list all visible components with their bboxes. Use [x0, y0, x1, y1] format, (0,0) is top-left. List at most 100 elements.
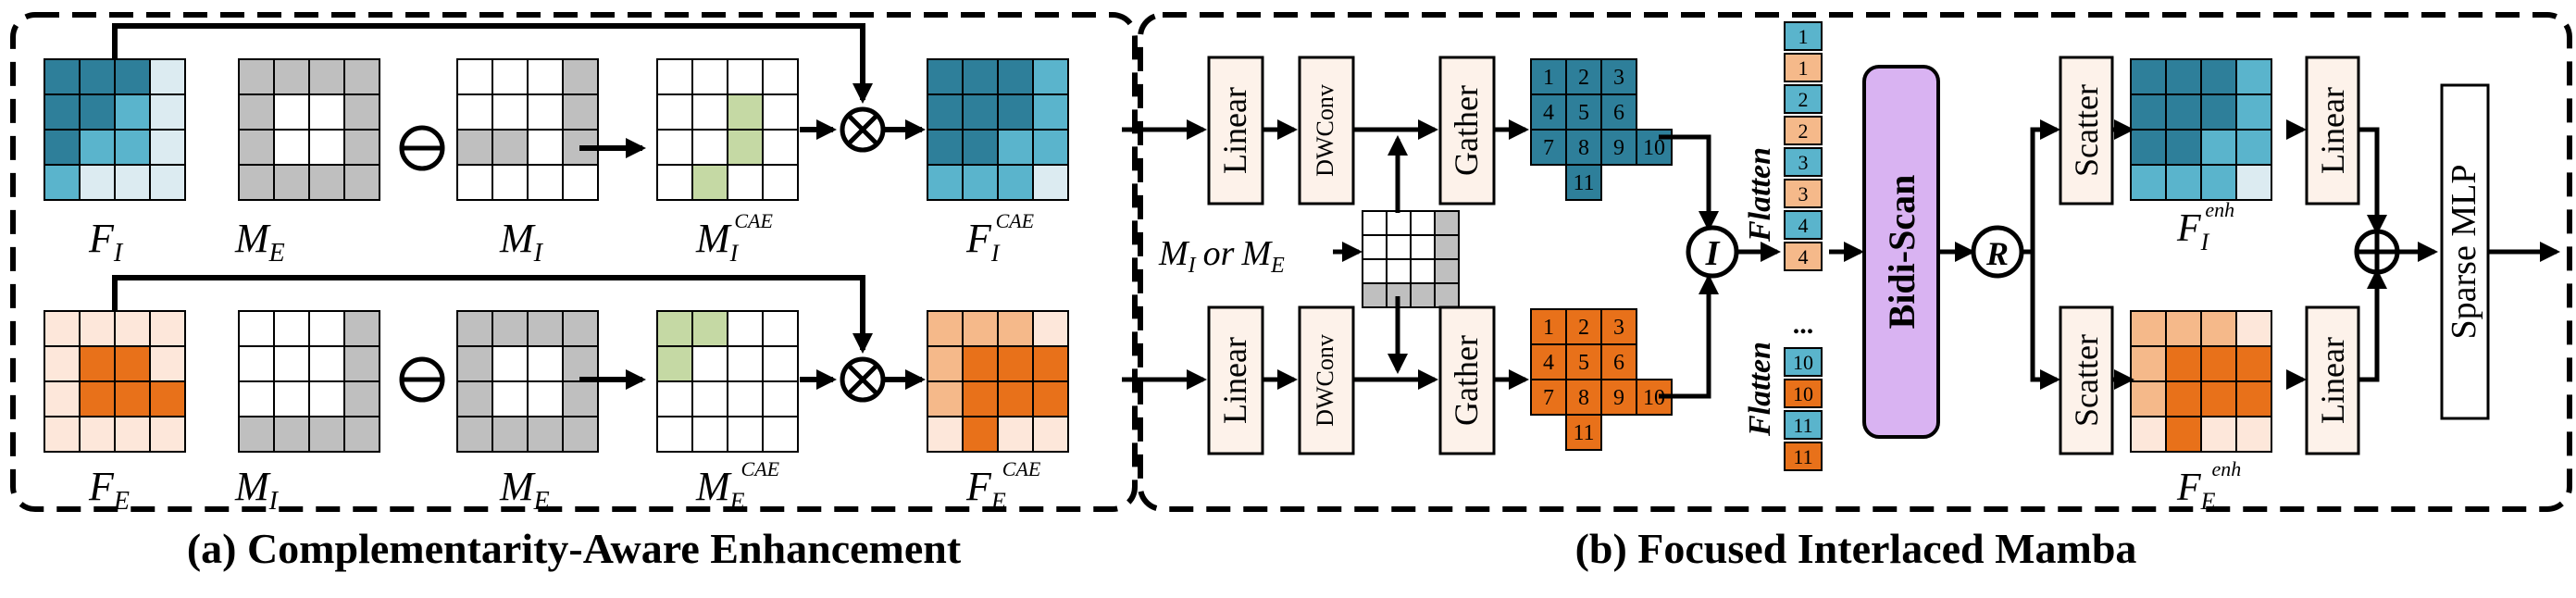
svg-text:Linear: Linear [2314, 337, 2351, 424]
m-i-grid-cell [562, 93, 599, 131]
skip-arrow-bottom [112, 275, 873, 354]
m-i-grid-bottom-cell [343, 310, 380, 347]
m-e-grid-bottom-cell [562, 310, 599, 347]
gathered-grid-top-cell [1530, 93, 1567, 131]
gathered-grid-top-number: 3 [1613, 66, 1624, 90]
linear-block-bottom: Linear [1207, 305, 1264, 455]
f-i-grid [44, 58, 186, 201]
m-i-grid-bottom-cell [308, 380, 345, 417]
f-i-cae-grid-cell [1032, 58, 1069, 95]
gathered-grid-bottom-number: 11 [1573, 421, 1594, 445]
m-e-cae-grid [656, 310, 799, 453]
m-e-grid-bottom-cell [527, 310, 564, 347]
interlace-icon: I [1686, 225, 1739, 279]
f-e-grid-cell [79, 380, 116, 417]
mask-grid-center-cell [1434, 258, 1460, 284]
m-i-grid-bottom-cell [238, 416, 275, 453]
f-i-cae-grid [927, 58, 1069, 201]
svg-text:Scatter: Scatter [2068, 84, 2105, 177]
m-i-cae-grid-cell [691, 58, 728, 95]
f-i-enh-grid-cell [2200, 93, 2237, 131]
f-i-cae-grid-cell [927, 58, 964, 95]
m-e-grid-cell [308, 129, 345, 166]
m-e-cae-grid-cell [691, 416, 728, 453]
f-i-cae-grid-cell [997, 93, 1034, 131]
f-i-cae-grid-cell [1032, 129, 1069, 166]
f-e-grid-cell [149, 380, 186, 417]
linear-block-top: Linear [1207, 56, 1264, 206]
m-i-cae-grid-cell [762, 129, 799, 166]
sequence-number: 3 [1798, 182, 1809, 206]
m-e-grid-bottom [456, 310, 599, 453]
sequence-cell [1784, 116, 1823, 145]
f-e-enh-grid-cell [2235, 345, 2272, 382]
f-e-grid-cell [114, 380, 151, 417]
f-e-enh-grid-cell [2235, 416, 2272, 453]
gathered-grid-top-number: 2 [1578, 66, 1589, 90]
sequence-number: 10 [1793, 351, 1813, 374]
svg-text:Gather: Gather [1448, 335, 1485, 426]
f-i-enh-grid-cell [2130, 93, 2167, 131]
f-e-enh-grid-cell [2200, 416, 2237, 453]
m-i-grid-bottom-cell [308, 310, 345, 347]
f-e-cae-grid-cell [997, 416, 1034, 453]
f-e-cae-grid-cell [962, 345, 999, 382]
label-m-e-bottom: ME [499, 464, 550, 516]
svg-text:R: R [1985, 235, 2009, 272]
m-e-cae-grid-cell [727, 345, 764, 382]
f-e-enh-grid-cell [2165, 345, 2202, 382]
caption-panel-b: (b) Focused Interlaced Mamba [1575, 525, 2137, 572]
label-f-i: FI [88, 216, 124, 268]
m-e-cae-grid-cell [762, 380, 799, 417]
m-i-grid-cell [456, 129, 493, 166]
bidi-scan-block: Bidi-Scan [1862, 65, 1940, 439]
f-i-enh-grid-cell [2235, 129, 2272, 166]
f-i-enh-grid-cell [2165, 164, 2202, 201]
label-f-e-enh: FEenh [2176, 457, 2241, 515]
f-i-grid-cell [44, 58, 81, 95]
m-i-grid-cell [492, 58, 529, 95]
f-e-grid-cell [114, 345, 151, 382]
sequence-number: 11 [1793, 445, 1812, 468]
gathered-grid-bottom-number: 4 [1543, 351, 1554, 375]
m-i-grid-cell [492, 93, 529, 131]
m-e-grid-cell [238, 93, 275, 131]
f-i-grid-cell [79, 58, 116, 95]
label-f-i-cae: FICAE [965, 209, 1035, 267]
f-e-grid-cell [79, 345, 116, 382]
m-e-grid-bottom-cell [492, 380, 529, 417]
f-i-enh-grid-cell [2235, 164, 2272, 201]
f-e-cae-grid-cell [1032, 310, 1069, 347]
hadamard-minus-icon-top [399, 125, 445, 171]
f-e-grid-cell [114, 416, 151, 453]
f-e-grid [44, 310, 186, 453]
m-e-cae-grid-cell [727, 310, 764, 347]
sequence-number: 4 [1798, 214, 1809, 237]
f-i-cae-grid-cell [927, 129, 964, 166]
m-i-grid-cell [492, 129, 529, 166]
f-i-grid-cell [149, 93, 186, 131]
f-i-grid-cell [44, 129, 81, 166]
multiply-icon-top [840, 106, 886, 153]
f-i-cae-grid-cell [962, 93, 999, 131]
m-e-grid-cell [273, 58, 310, 95]
m-i-grid-bottom-cell [308, 416, 345, 453]
m-i-cae-grid-cell [727, 164, 764, 201]
svg-text:Gather: Gather [1448, 85, 1485, 176]
f-e-enh-grid [2130, 310, 2272, 453]
f-i-grid-cell [114, 164, 151, 201]
f-e-grid-cell [79, 416, 116, 453]
f-i-cae-grid-cell [962, 58, 999, 95]
f-i-cae-grid-cell [927, 93, 964, 131]
f-e-enh-grid-cell [2165, 310, 2202, 347]
f-i-cae-grid-cell [997, 164, 1034, 201]
f-e-enh-grid-cell [2235, 310, 2272, 347]
f-e-cae-grid-cell [927, 310, 964, 347]
m-i-grid-cell [562, 164, 599, 201]
flatten-label-bottom: Flatten [1743, 342, 1777, 437]
m-e-cae-grid-cell [691, 310, 728, 347]
gathered-grid-bottom-cell [1530, 308, 1567, 345]
gathered-grid-top-number: 10 [1643, 136, 1665, 160]
m-i-cae-grid-cell [727, 58, 764, 95]
